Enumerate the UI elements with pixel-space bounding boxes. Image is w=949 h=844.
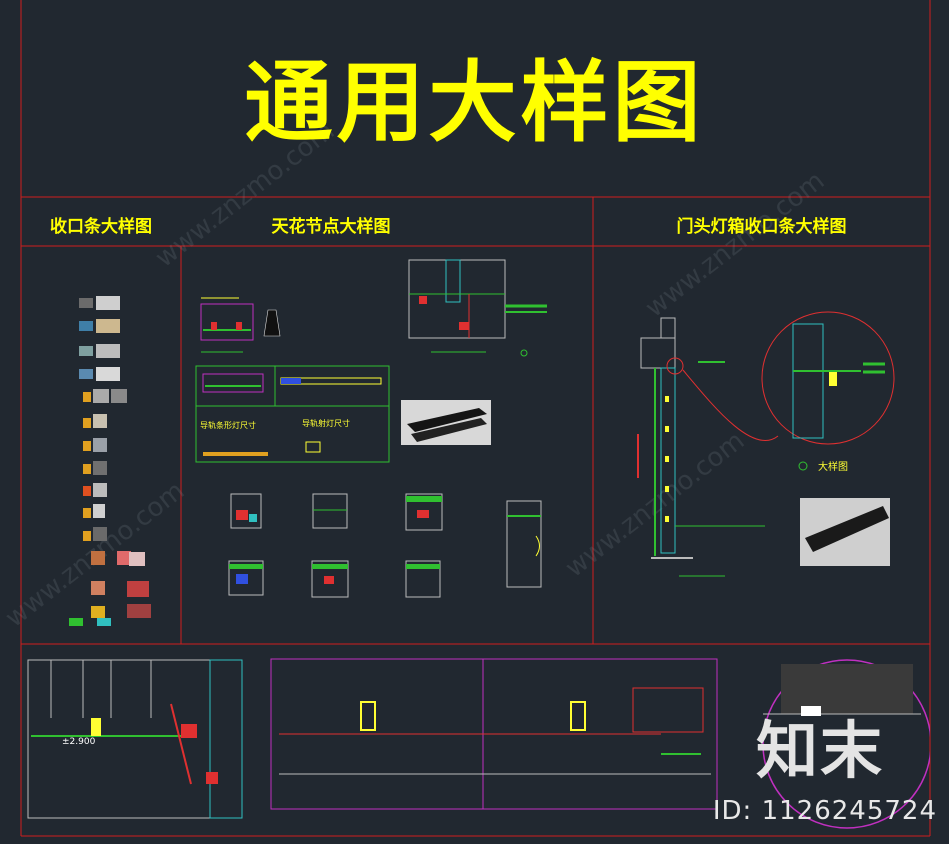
detail-label: 大样图 [818,462,848,473]
thumb-11 [111,389,127,403]
thumb-20 [83,508,91,518]
thumb-17 [93,461,107,475]
thumb-15 [93,438,107,452]
thumb-32 [97,618,111,626]
thumb-28 [127,581,149,597]
thumb-24 [91,551,105,565]
track-strip-size-label: 导轨条形灯尺寸 [200,421,256,430]
main-title: 通用大样图 [244,51,705,154]
section-title-trim-strip: 收口条大样图 [50,217,152,237]
section-title-door-lightbox: 门头灯箱收口条大样图 [676,217,847,237]
thumb-16 [83,464,91,474]
thumb-3 [79,321,93,331]
thumb-6 [96,344,120,358]
thumb-22 [83,531,91,541]
thumb-21 [93,504,105,518]
thumb-10 [93,389,109,403]
thumb-23 [93,527,107,541]
thumb-18 [83,486,91,496]
thumb-14 [83,441,91,451]
thumb-30 [127,604,151,618]
thumb-4 [96,319,120,333]
thumb-26 [129,552,145,566]
thumb-29 [91,606,105,618]
ceiling-node-drawings [195,259,547,598]
elevation-mark: ±2.900 [62,737,96,747]
thumb-27 [91,581,105,595]
watermark-id: ID: 1126245724 [712,796,937,826]
thumb-2 [96,296,120,310]
thumb-13 [93,414,107,428]
thumb-8 [96,367,120,381]
thumb-7 [79,369,93,379]
thumb-25 [117,551,131,565]
trim-strip-thumbnails [69,296,151,626]
bottom-section-drawings [27,658,930,829]
thumb-12 [83,418,91,428]
door-lightbox-drawing [637,311,895,577]
thumb-31 [69,618,83,626]
thumb-9 [83,392,91,402]
section-title-ceiling-node: 天花节点大样图 [271,217,391,237]
track-spot-size-label: 导轨射灯尺寸 [302,419,350,428]
thumb-19 [93,483,107,497]
thumb-1 [79,298,93,308]
thumb-5 [79,346,93,356]
watermark-logo: 知末 [756,714,885,787]
